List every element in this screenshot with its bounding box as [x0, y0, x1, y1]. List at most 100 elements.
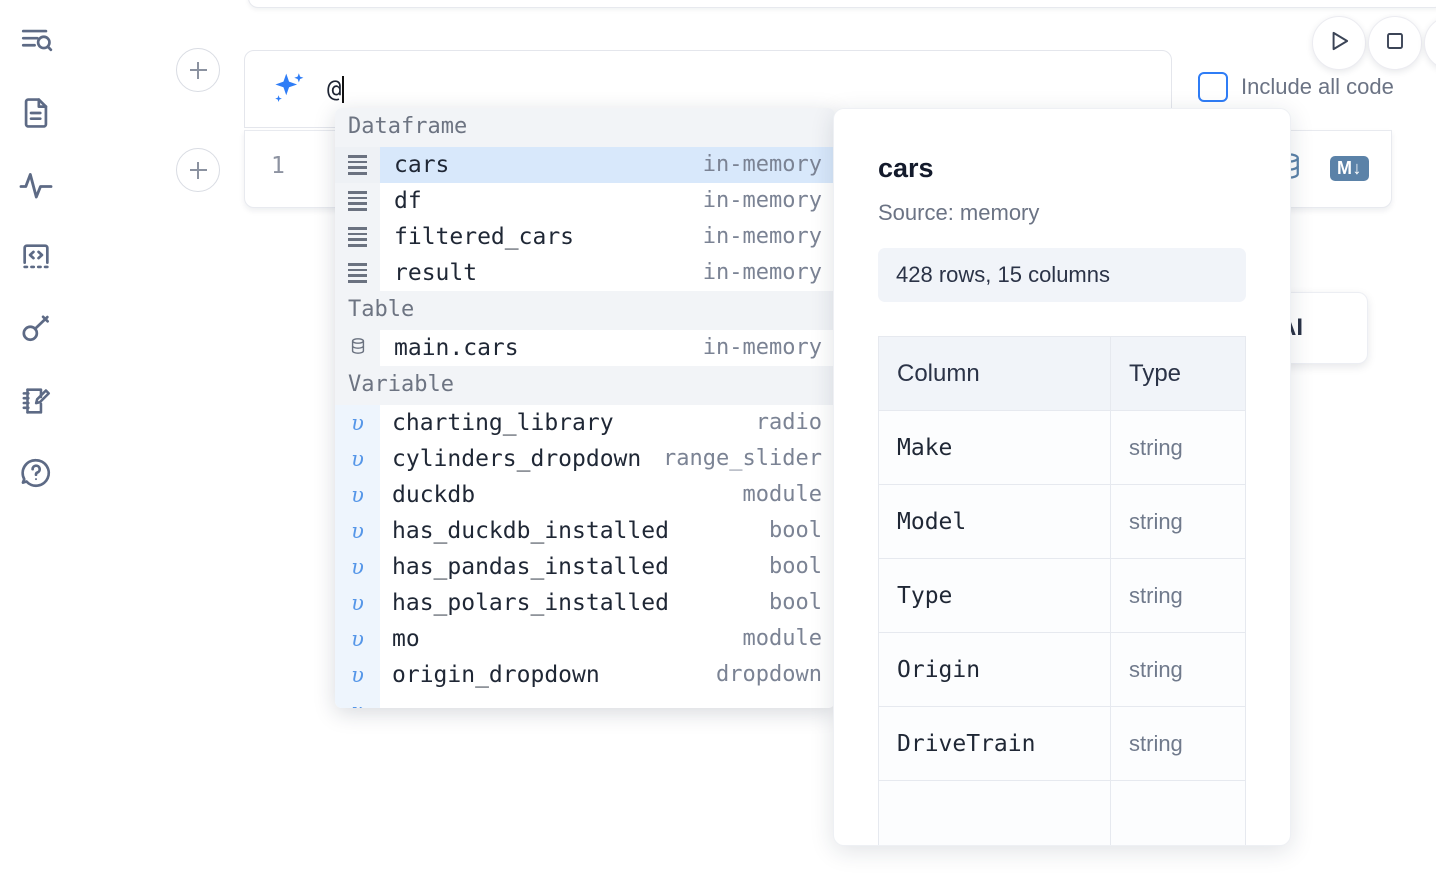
- autocomplete-item-type: bool: [769, 554, 822, 580]
- autocomplete-item-name: main.cars: [394, 334, 519, 361]
- sidebar-item-secrets[interactable]: [13, 306, 59, 352]
- add-cell-below-button[interactable]: [176, 148, 220, 192]
- dataframe-icon: [348, 263, 367, 283]
- variable-icon: υ: [335, 476, 380, 513]
- autocomplete-item-name: origin_dropdown: [392, 661, 600, 688]
- autocomplete-item-name: duckdb: [392, 481, 476, 508]
- schema-header-type: Type: [1110, 336, 1246, 411]
- autocomplete-item[interactable]: υ origin_dropdown dropdown: [335, 656, 835, 693]
- table-icon: [335, 329, 380, 366]
- sidebar: [0, 0, 72, 874]
- autocomplete-item-name: has_polars_installed: [392, 589, 669, 616]
- autocomplete-item-name: has_duckdb_installed: [392, 517, 669, 544]
- autocomplete-item-type: module: [742, 482, 822, 508]
- activity-icon: [18, 167, 54, 203]
- schema-column-type: string: [1110, 706, 1246, 781]
- autocomplete-item[interactable]: υ has_pandas_installed bool: [335, 548, 835, 585]
- sidebar-item-notebook[interactable]: [13, 90, 59, 136]
- autocomplete-item-type: range_slider: [663, 446, 822, 472]
- autocomplete-item-type: in-memory: [702, 224, 822, 250]
- autocomplete-item-name: result: [394, 259, 478, 286]
- dataframe-icon: [348, 191, 367, 211]
- autocomplete-item-type: bool: [769, 590, 822, 616]
- stop-square-icon: [1383, 29, 1407, 58]
- sidebar-item-help[interactable]: [13, 450, 59, 496]
- autocomplete-item[interactable]: result in-memory: [335, 254, 835, 291]
- sidebar-item-explorer[interactable]: [13, 18, 59, 64]
- variable-icon: υ: [335, 692, 380, 708]
- autocomplete-item[interactable]: main.cars in-memory: [335, 329, 835, 366]
- ai-prompt-value: @: [327, 75, 342, 103]
- autocomplete-group-header: Variable: [335, 365, 835, 405]
- autocomplete-item-name: charting_library: [392, 409, 614, 436]
- document-icon: [19, 96, 53, 130]
- run-button[interactable]: [1312, 16, 1366, 70]
- detail-source: Source: memory: [878, 200, 1040, 225]
- sidebar-item-scratchpad[interactable]: [13, 378, 59, 424]
- autocomplete-group-header: Table: [335, 290, 835, 330]
- dataframe-icon: [348, 227, 367, 247]
- autocomplete-item-type: in-memory: [702, 335, 822, 361]
- markdown-icon[interactable]: M↓: [1330, 156, 1369, 181]
- explorer-search-icon: [19, 24, 53, 58]
- schema-column-name: Make: [878, 410, 1111, 485]
- schema-column-name: Model: [878, 484, 1111, 559]
- autocomplete-group-header: Dataframe: [335, 108, 835, 147]
- autocomplete-item[interactable]: df in-memory: [335, 182, 835, 219]
- key-icon: [19, 312, 53, 346]
- autocomplete-item[interactable]: υ charting_library radio: [335, 404, 835, 441]
- schema-column-type: string: [1110, 484, 1246, 559]
- schema-header-row: Column Type: [878, 336, 1246, 411]
- autocomplete-item[interactable]: υ: [335, 692, 835, 708]
- autocomplete-item-type: in-memory: [702, 152, 822, 178]
- variable-icon: υ: [335, 656, 380, 693]
- autocomplete-item[interactable]: filtered_cars in-memory: [335, 218, 835, 255]
- schema-column-type: [1110, 780, 1246, 845]
- code-snippet-icon: [19, 240, 53, 274]
- stop-button[interactable]: [1368, 16, 1422, 70]
- schema-column-name: DriveTrain: [878, 706, 1111, 781]
- autocomplete-item-type: in-memory: [702, 188, 822, 214]
- detail-shape: 428 rows, 15 columns: [878, 248, 1246, 302]
- autocomplete-item-type: dropdown: [716, 662, 822, 688]
- variable-icon: υ: [335, 404, 380, 441]
- variable-icon: υ: [335, 584, 380, 621]
- include-all-code-checkbox[interactable]: [1198, 72, 1228, 102]
- schema-header-column: Column: [878, 336, 1111, 411]
- autocomplete-item-name: df: [394, 187, 422, 214]
- more-actions-button[interactable]: [1424, 16, 1436, 70]
- autocomplete-item-type: in-memory: [702, 260, 822, 286]
- ai-prompt-input[interactable]: @: [327, 75, 345, 103]
- autocomplete-item-name: filtered_cars: [394, 223, 575, 250]
- dataframe-icon: [335, 146, 380, 183]
- sparkle-icon: [267, 68, 309, 110]
- variable-icon: υ: [335, 548, 380, 585]
- include-all-code-label: Include all code: [1241, 74, 1394, 99]
- help-icon: [19, 456, 53, 490]
- sidebar-item-activity[interactable]: [13, 162, 59, 208]
- schema-column-name: [878, 780, 1111, 845]
- autocomplete-item-type: bool: [769, 518, 822, 544]
- autocomplete-item[interactable]: cars in-memory: [335, 146, 835, 183]
- schema-column-name: Origin: [878, 632, 1111, 707]
- schema-column-type: string: [1110, 558, 1246, 633]
- variable-icon: υ: [335, 620, 380, 657]
- markdown-letter: M: [1337, 158, 1353, 178]
- add-cell-above-button[interactable]: [176, 48, 220, 92]
- play-icon: [1326, 28, 1352, 59]
- autocomplete-item-name: cars: [394, 151, 450, 178]
- autocomplete-item-type: radio: [755, 410, 822, 436]
- include-all-code-row[interactable]: Include all code: [1198, 72, 1394, 102]
- autocomplete-item[interactable]: υ has_polars_installed bool: [335, 584, 835, 621]
- autocomplete-item-name: has_pandas_installed: [392, 553, 669, 580]
- sidebar-item-snippets[interactable]: [13, 234, 59, 280]
